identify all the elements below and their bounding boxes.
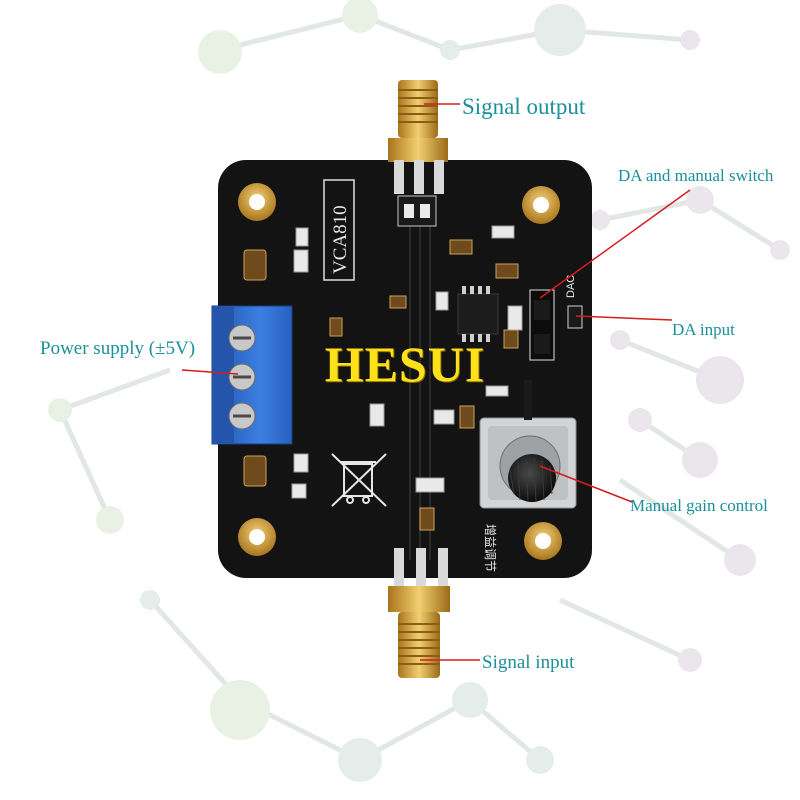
dac-label: DAC	[565, 275, 577, 298]
mounting-hole-bottom-left	[238, 518, 276, 556]
power-terminal-block	[211, 305, 293, 445]
terminal-screw-1	[228, 324, 256, 352]
mounting-hole-top-left	[238, 183, 276, 221]
leader-manual-gain	[539, 465, 633, 503]
smd-components	[243, 195, 523, 531]
callout-da-input: DA input	[672, 320, 735, 339]
callout-signal-input: Signal input	[482, 652, 575, 673]
sma-connector-output	[388, 80, 448, 194]
callout-lines	[181, 103, 691, 661]
leader-da-input	[575, 315, 673, 321]
leader-power-supply	[181, 369, 239, 375]
sma-connector-input	[388, 548, 450, 678]
weee-symbol-icon	[331, 453, 387, 507]
chip-label: VCA810	[330, 205, 351, 274]
callout-manual-gain-control: Manual gain control	[630, 496, 768, 515]
molecule-background	[48, 0, 790, 782]
watermark-logo: HESUI	[324, 336, 486, 392]
dac-jumper-header: DAC	[529, 275, 583, 361]
ic-chip	[457, 286, 499, 342]
mounting-hole-top-right	[522, 186, 560, 224]
chip-label-box: VCA810	[323, 179, 355, 281]
gain-silkscreen-label: 增益调节	[483, 524, 497, 572]
callout-da-manual-switch: DA and manual switch	[618, 166, 774, 185]
callout-signal-output: Signal output	[462, 94, 586, 119]
mounting-hole-bottom-right	[524, 522, 562, 560]
gain-potentiometer	[479, 380, 577, 509]
terminal-screw-2	[228, 363, 256, 391]
terminal-screw-3	[228, 402, 256, 430]
leader-da-switch	[539, 189, 691, 299]
callout-power-supply: Power supply (±5V)	[40, 338, 196, 359]
